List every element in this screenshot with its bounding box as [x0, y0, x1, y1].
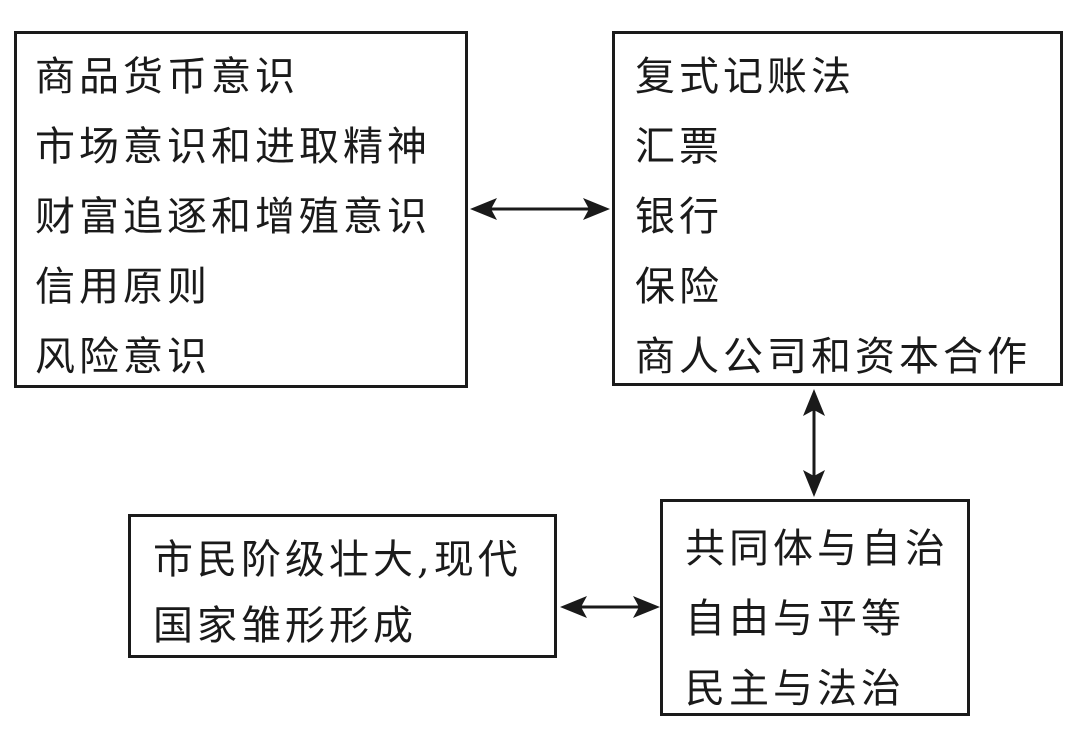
box-commercial-consciousness: 商品货币意识 市场意识和进取精神 财富追逐和增殖意识 信用原则 风险意识	[14, 31, 468, 388]
box-line: 市场意识和进取精神	[35, 124, 431, 170]
box-financial-innovations: 复式记账法 汇票 银行 保险 商人公司和资本合作	[612, 31, 1063, 386]
box-civic-state: 市民阶级壮大,现代 国家雏形形成	[128, 514, 557, 658]
box-line: 汇票	[635, 124, 723, 170]
bottom-horizontal-double-arrow-icon	[560, 596, 660, 618]
box-line: 国家雏形形成	[153, 603, 417, 649]
top-horizontal-double-arrow-icon	[470, 198, 610, 220]
box-line: 银行	[635, 194, 723, 240]
box-line: 保险	[635, 264, 723, 310]
box-line: 财富追逐和增殖意识	[35, 194, 431, 240]
box-line: 信用原则	[35, 264, 211, 310]
right-vertical-double-arrow-icon	[803, 389, 825, 497]
box-line: 复式记账法	[635, 54, 855, 100]
box-governance-values: 共同体与自治 自由与平等 民主与法治	[660, 499, 970, 716]
box-line: 自由与平等	[685, 596, 905, 642]
box-line: 风险意识	[35, 334, 211, 380]
box-line: 民主与法治	[685, 666, 905, 712]
box-line: 市民阶级壮大,现代	[153, 537, 522, 583]
box-line: 商人公司和资本合作	[635, 334, 1031, 380]
box-line: 商品货币意识	[35, 54, 299, 100]
box-line: 共同体与自治	[685, 526, 949, 572]
